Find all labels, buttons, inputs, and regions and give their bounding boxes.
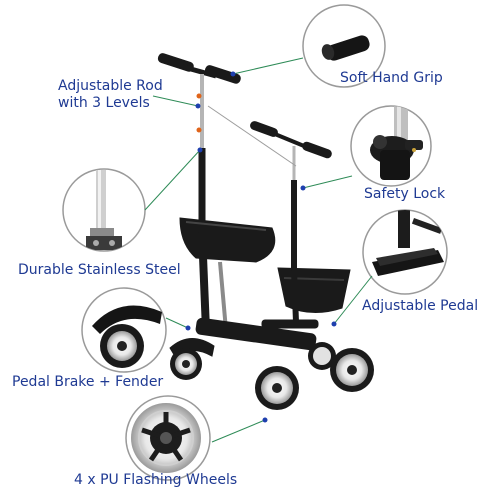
leader-adjustable-rod [152, 95, 199, 107]
leader-stainless-steel [144, 149, 201, 211]
stainless-steel-detail [62, 168, 146, 252]
label-soft-hand-grip: Soft Hand Grip [340, 70, 443, 86]
label-pu-flashing-wheels: 4 x PU Flashing Wheels [74, 472, 238, 488]
label-adjustable-rod-line1: Adjustable Rod [58, 78, 163, 94]
hand-grip-detail [302, 4, 386, 88]
flashing-wheel-detail [125, 395, 211, 481]
label-adjustable-rod: Adjustable Rod with 3 Levels [58, 78, 163, 112]
label-adjustable-pedal: Adjustable Pedal [362, 298, 479, 314]
label-adjustable-rod-line2: with 3 Levels [58, 95, 150, 111]
pedal-brake-detail [81, 287, 167, 373]
leader-rod-secondary [207, 105, 297, 167]
scooter-product [157, 53, 351, 359]
adjustable-pedal-detail [362, 209, 448, 295]
label-safety-lock: Safety Lock [364, 186, 446, 202]
rod-level-marker [196, 93, 202, 99]
label-durable-stainless-steel: Durable Stainless Steel [18, 262, 181, 278]
leader-adjustable-pedal [333, 275, 373, 325]
leader-hand-grip [232, 57, 304, 75]
leader-safety-lock [302, 175, 353, 189]
scooter-wheels [170, 342, 374, 410]
leader-pedal-brake [165, 317, 189, 329]
leader-lines [144, 57, 373, 443]
leader-dots [185, 71, 337, 423]
leader-wheels [211, 419, 266, 443]
label-pedal-brake-fender: Pedal Brake + Fender [12, 374, 164, 390]
rod-level-marker [196, 127, 202, 133]
safety-lock-detail [350, 105, 432, 187]
